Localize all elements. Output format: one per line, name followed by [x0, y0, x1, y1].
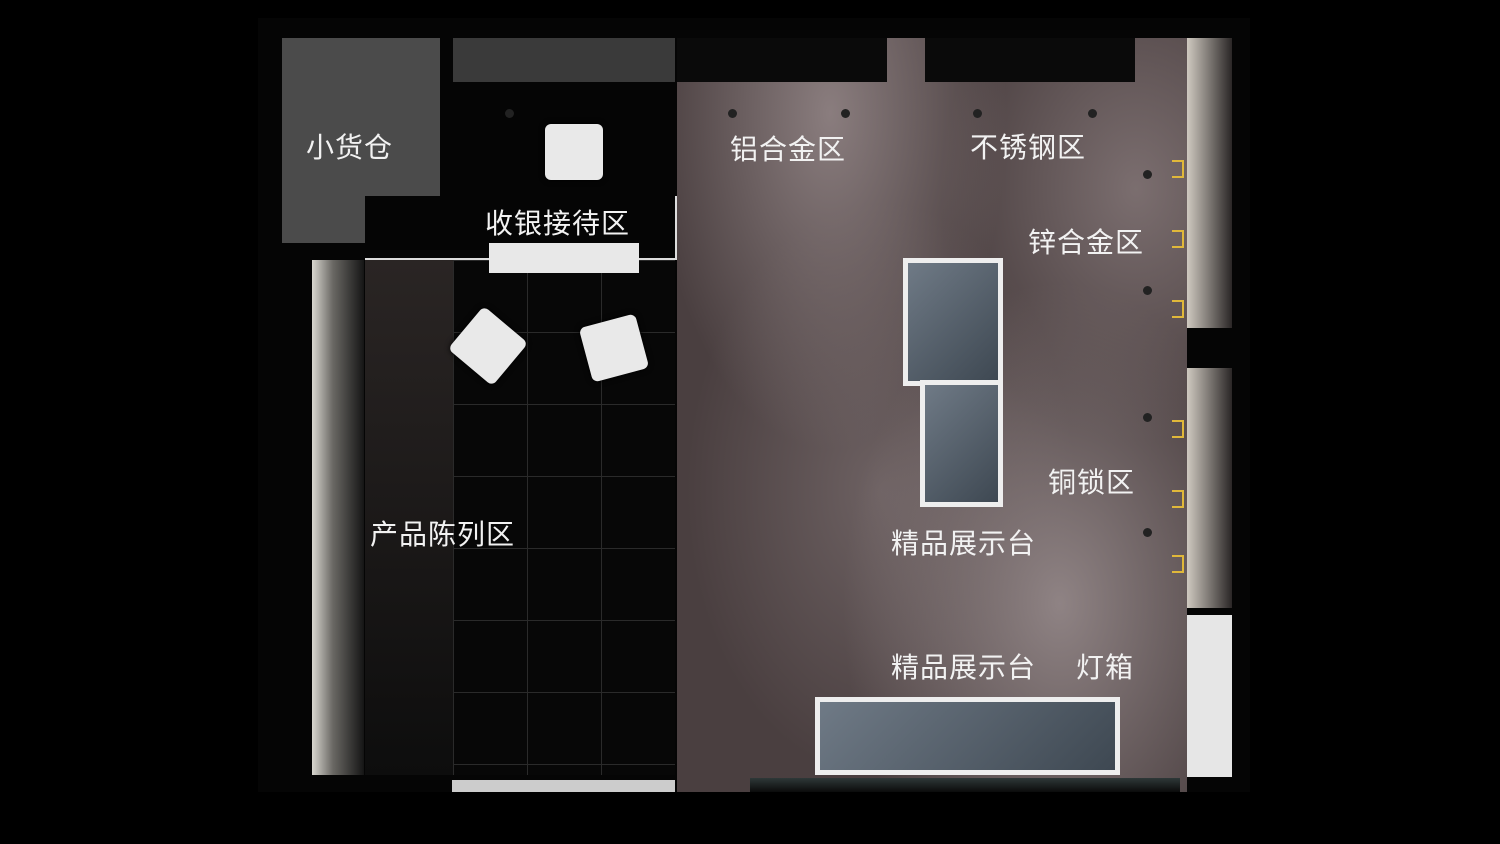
hook-icon [1172, 230, 1184, 248]
entrance-strip [452, 780, 675, 792]
label-product-display: 产品陈列区 [370, 518, 516, 551]
hook-icon [1172, 160, 1184, 178]
zinc-wall-display [1187, 38, 1232, 328]
glass-front [750, 778, 1180, 792]
spotlight-icon [1088, 109, 1097, 118]
top-cabinet [453, 38, 675, 82]
showcase-center-bottom [920, 380, 1003, 507]
lightbox [1187, 615, 1232, 777]
label-zinc: 锌合金区 [1028, 226, 1145, 259]
spotlight-icon [1143, 413, 1152, 422]
hook-icon [1172, 300, 1184, 318]
hook-icon [1172, 420, 1184, 438]
label-copper: 铜锁区 [1048, 466, 1136, 499]
stainless-wall-cabinet [925, 38, 1135, 82]
label-stainless: 不锈钢区 [970, 131, 1087, 164]
spotlight-icon [728, 109, 737, 118]
label-storage: 小货仓 [306, 131, 394, 164]
showcase-bottom [815, 697, 1120, 775]
spotlight-icon [973, 109, 982, 118]
label-showcase-center: 精品展示台 [891, 527, 1037, 560]
tile-floor [453, 260, 675, 775]
cashier-desk [489, 243, 639, 273]
spotlight-icon [1143, 528, 1152, 537]
copper-wall-display [1187, 368, 1232, 608]
spotlight-icon [505, 109, 514, 118]
spotlight-icon [1143, 286, 1152, 295]
hook-icon [1172, 490, 1184, 508]
label-aluminum: 铝合金区 [730, 133, 847, 166]
chair [545, 124, 603, 180]
label-lightbox: 灯箱 [1076, 651, 1135, 684]
spotlight-icon [1143, 170, 1152, 179]
hook-icon [1172, 555, 1184, 573]
product-display-wall [312, 260, 364, 775]
aluminum-wall-cabinet [677, 38, 887, 82]
label-showcase-bottom: 精品展示台 [891, 651, 1037, 684]
spotlight-icon [841, 109, 850, 118]
showcase-center-top [903, 258, 1003, 386]
display-aisle [365, 260, 453, 775]
label-cashier: 收银接待区 [485, 207, 631, 240]
